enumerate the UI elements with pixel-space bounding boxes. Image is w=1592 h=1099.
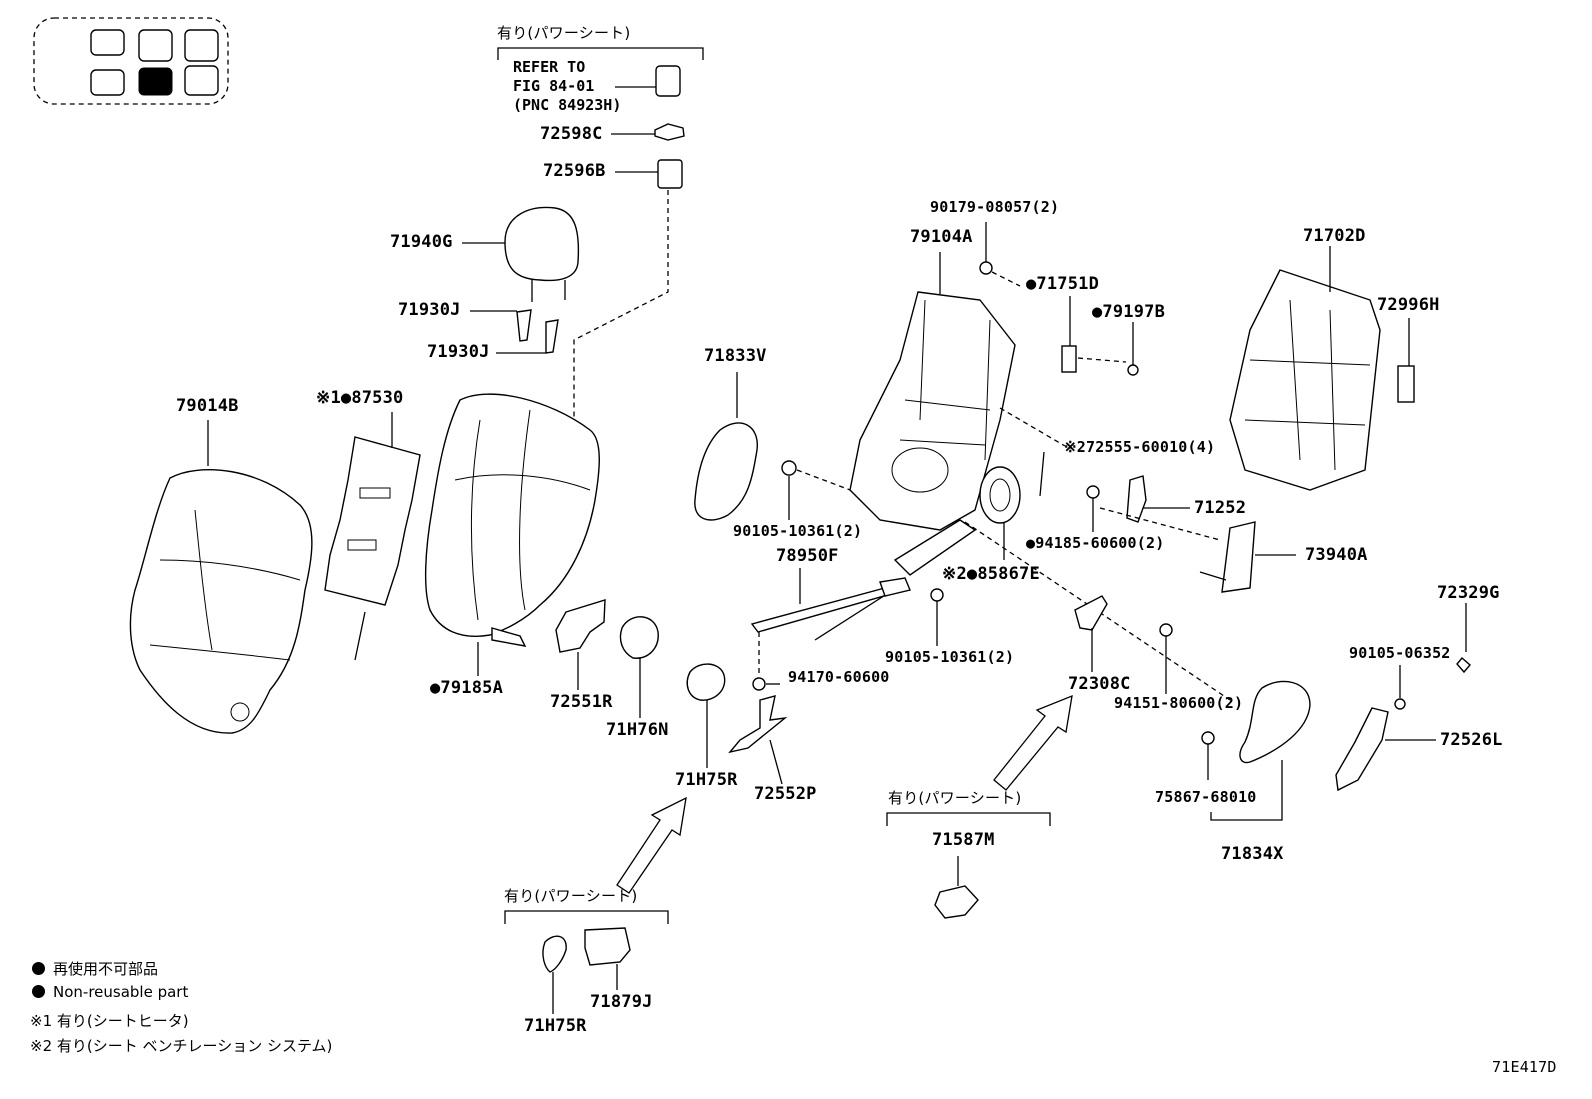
option-label-low: 有り(パワーシート) <box>504 887 638 905</box>
part-label-94170-60600[interactable]: 94170-60600 <box>788 668 890 686</box>
switch-knob-part <box>615 65 681 97</box>
cover-72526l-part <box>1335 707 1436 792</box>
part-label-73940a[interactable]: 73940A <box>1305 545 1368 565</box>
cover-73940a-part <box>1199 521 1296 593</box>
part-label-90105-10361-a[interactable]: 90105-10361(2) <box>733 522 863 540</box>
reference-line-2: FIG 84-01 <box>513 77 595 95</box>
screw-75867-part <box>1201 731 1215 780</box>
legend-non-reusable-en: Non-reusable part <box>32 983 188 1001</box>
legend-text-jp: 再使用不可部品 <box>53 960 159 978</box>
seatback-frame-part <box>849 252 1016 576</box>
part-label-71751d[interactable]: ●71751D <box>1026 274 1100 294</box>
part-label-87530[interactable]: ※1●87530 <box>316 388 404 408</box>
legend-text-en: Non-reusable part <box>53 983 189 1001</box>
screw-90105-06352-part <box>1394 665 1406 710</box>
clip-72598c-part <box>611 123 685 141</box>
nut-90179-part <box>979 222 1021 287</box>
option-bracket-low <box>504 910 669 924</box>
option-bracket-mid <box>886 812 1051 826</box>
headrest-part <box>462 206 580 302</box>
part-label-90179-08057[interactable]: 90179-08057(2) <box>930 198 1060 216</box>
part-label-72526l[interactable]: 72526L <box>1440 730 1503 750</box>
part-label-90105-06352[interactable]: 90105-06352 <box>1349 644 1451 662</box>
part-label-90105-10361-b[interactable]: 90105-10361(2) <box>885 648 1015 666</box>
knob-71834x-part <box>1210 680 1311 821</box>
clip-71751d-part <box>1061 296 1127 373</box>
part-label-79014b[interactable]: 79014B <box>176 396 239 416</box>
part-label-71702d[interactable]: 71702D <box>1303 226 1366 246</box>
part-label-94185-60600[interactable]: ●94185-60600(2) <box>1026 534 1165 552</box>
install-arrow-mid <box>993 694 1073 791</box>
part-label-71587m[interactable]: 71587M <box>932 830 995 850</box>
seatback-cover-part <box>129 420 313 734</box>
legend-note-1: ※1 有り(シートヒータ) <box>30 1012 189 1030</box>
install-arrow-left <box>616 796 687 894</box>
part-label-71h75r-b[interactable]: 71H75R <box>524 1016 587 1036</box>
legend-non-reusable-jp: 再使用不可部品 <box>32 958 158 979</box>
part-label-71879j[interactable]: 71879J <box>590 992 653 1012</box>
nut-94170-part <box>752 632 780 691</box>
part-label-71252[interactable]: 71252 <box>1194 498 1247 518</box>
clip-72329g-part <box>1456 603 1471 674</box>
part-label-71833v[interactable]: 71833V <box>704 346 767 366</box>
part-label-72329g[interactable]: 72329G <box>1437 583 1500 603</box>
part-label-79197b[interactable]: ●79197B <box>1092 302 1166 322</box>
part-label-71h76n[interactable]: 71H76N <box>606 720 669 740</box>
option-bracket-top <box>497 47 704 60</box>
cover-71h75r-part <box>686 663 726 768</box>
part-label-75867-68010[interactable]: 75867-68010 <box>1155 788 1257 806</box>
bolt-90105-b-part <box>930 588 944 646</box>
part-label-79104a[interactable]: 79104A <box>910 227 973 247</box>
seat-heater-part <box>324 412 421 661</box>
part-label-71834x[interactable]: 71834X <box>1221 844 1284 864</box>
fan-85867e-part <box>979 466 1021 560</box>
recliner-rod-part <box>750 568 911 641</box>
part-label-72996h[interactable]: 72996H <box>1377 295 1440 315</box>
part-label-72551r[interactable]: 72551R <box>550 692 613 712</box>
cover-71h75r-low-part <box>542 935 567 1014</box>
part-label-72552p[interactable]: 72552P <box>754 784 817 804</box>
bullet-icon <box>32 985 45 998</box>
part-label-72596b[interactable]: 72596B <box>543 161 606 181</box>
cover-71833v-part <box>694 372 758 521</box>
guide-72596b-part <box>615 159 683 189</box>
pin-72555-part <box>999 407 1066 497</box>
part-label-72598c[interactable]: 72598C <box>540 124 603 144</box>
part-label-85867e[interactable]: ※2●85867E <box>942 564 1040 584</box>
cover-72552p-part <box>728 695 788 785</box>
bracket-72308c-part <box>1074 595 1108 672</box>
part-label-71940g[interactable]: 71940G <box>390 232 453 252</box>
bracket-71252-part <box>1126 475 1190 523</box>
harness-71587m-part <box>934 856 979 919</box>
option-label-mid: 有り(パワーシート) <box>888 789 1022 807</box>
clip-72996h-part <box>1397 318 1415 403</box>
option-label-top: 有り(パワーシート) <box>497 24 631 42</box>
part-label-78950f[interactable]: 78950F <box>776 546 839 566</box>
cover-71h76n-part <box>619 616 659 718</box>
part-label-71930j-a[interactable]: 71930J <box>398 300 461 320</box>
seatback-pad-part <box>424 393 600 676</box>
reference-note[interactable]: REFER TO FIG 84-01 (PNC 84923H) <box>513 58 621 115</box>
part-label-71930j-b[interactable]: 71930J <box>427 342 490 362</box>
headrest-guide-part <box>470 309 559 354</box>
part-label-72555-60010[interactable]: ※272555-60010(4) <box>1064 438 1216 456</box>
cover-72551r-part <box>555 599 606 690</box>
bullet-icon <box>32 962 45 975</box>
seat-locator-icon <box>33 17 229 105</box>
back-board-part <box>1229 246 1381 491</box>
part-label-71h75r-a[interactable]: 71H75R <box>675 770 738 790</box>
part-label-79185a[interactable]: ●79185A <box>430 678 504 698</box>
nut-94185-part <box>1086 485 1221 541</box>
reference-line-1: REFER TO <box>513 58 586 76</box>
nut-94151-part <box>1159 623 1173 694</box>
figure-code: 71E417D <box>1492 1058 1557 1076</box>
legend-note-2: ※2 有り(シート ベンチレーション システム) <box>30 1037 333 1055</box>
part-label-72308c[interactable]: 72308C <box>1068 674 1131 694</box>
cover-71879j-part <box>584 927 631 990</box>
part-label-94151-80600[interactable]: 94151-80600(2) <box>1114 694 1244 712</box>
reference-line-3: (PNC 84923H) <box>513 96 622 114</box>
screw-79197b-part <box>1127 322 1139 376</box>
